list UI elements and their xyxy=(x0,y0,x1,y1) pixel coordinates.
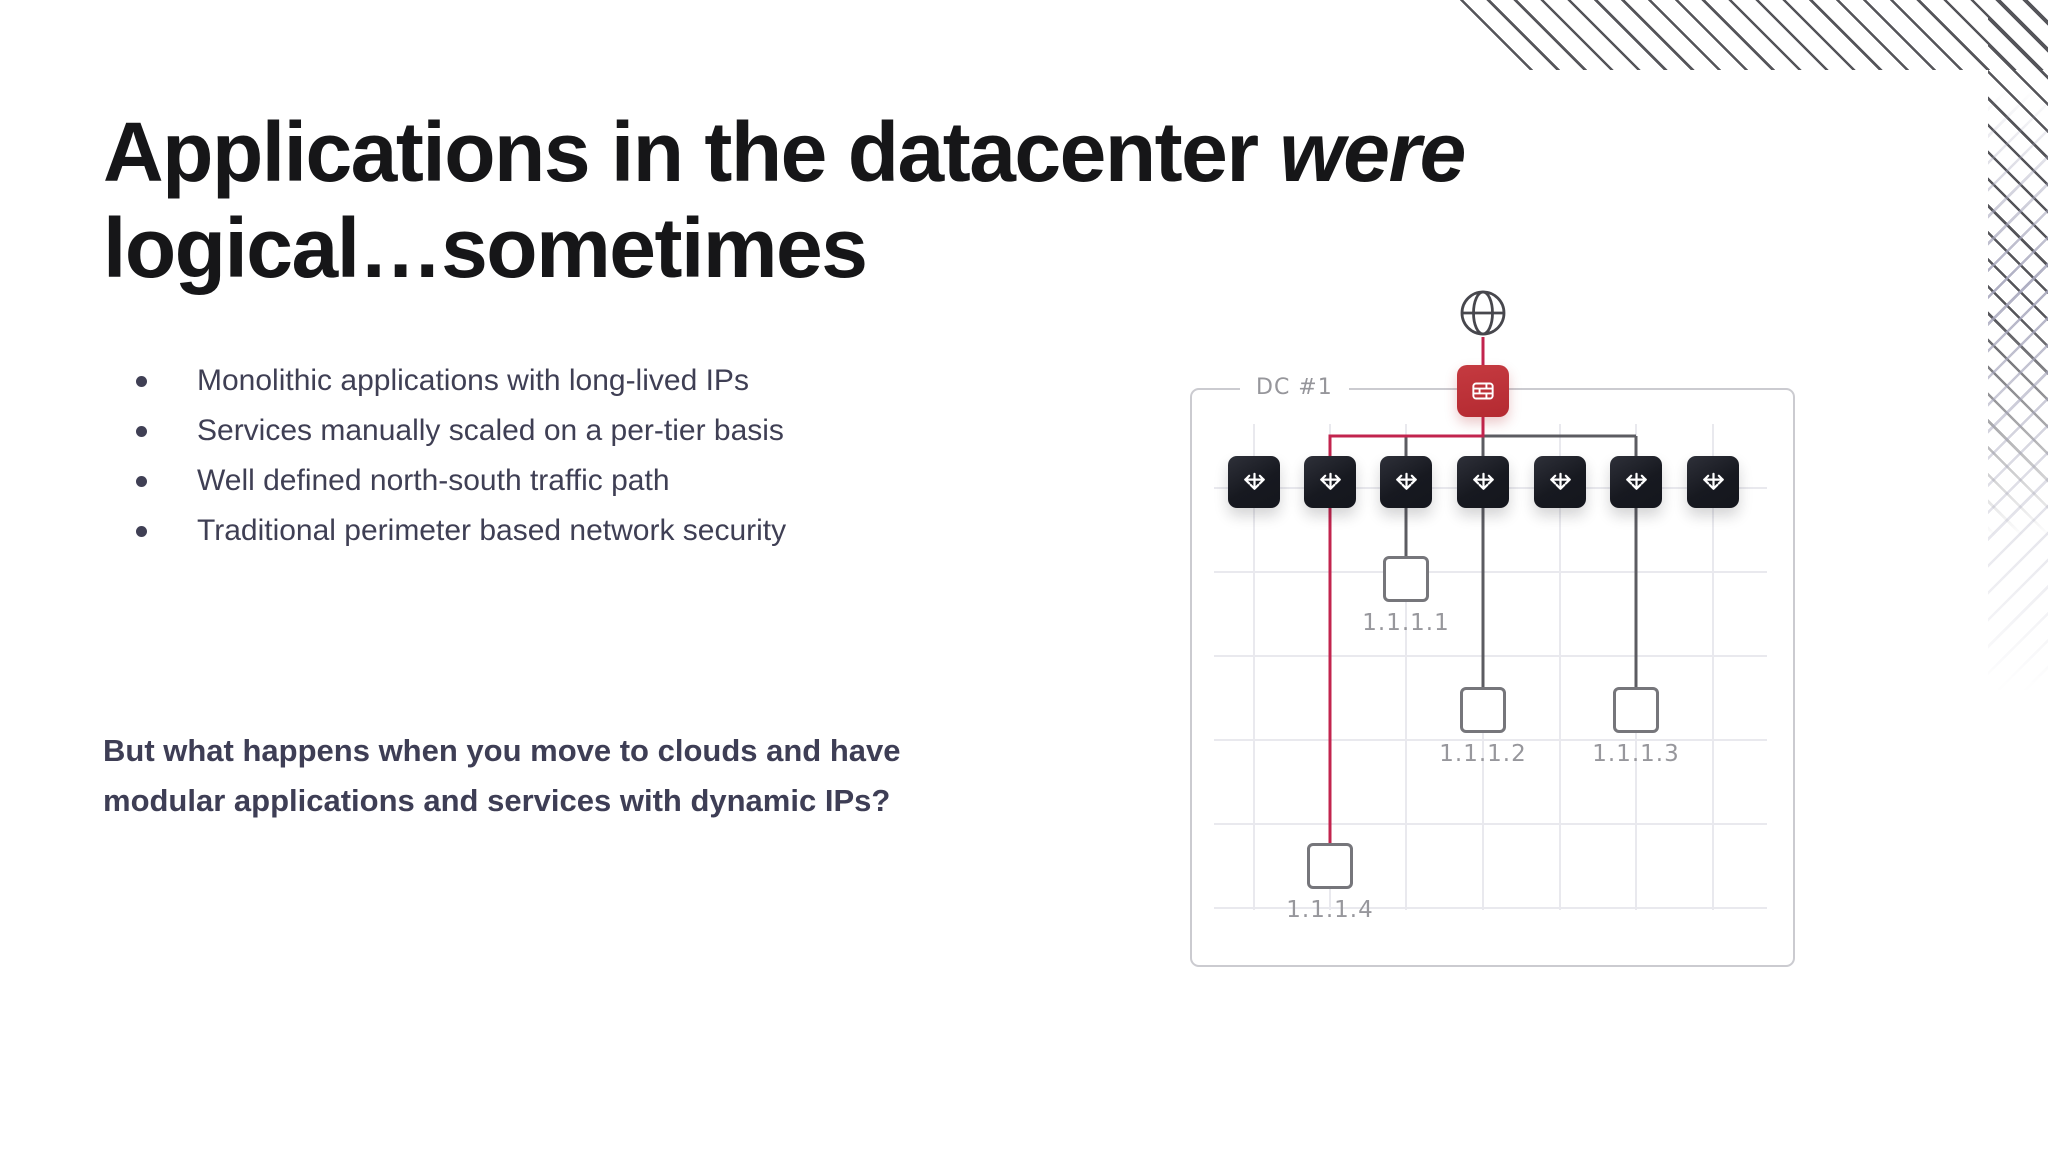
bullet-list: Monolithic applications with long-lived … xyxy=(103,356,786,556)
endpoint-node xyxy=(1307,843,1353,889)
diagonal-hatch-top-decoration xyxy=(1449,0,2048,70)
title-line1-italic: were xyxy=(1279,105,1466,199)
switch-arrows-icon xyxy=(1623,469,1650,496)
bullet-item: Traditional perimeter based network secu… xyxy=(103,506,786,556)
endpoint-ip-label: 1.1.1.3 xyxy=(1592,741,1680,767)
endpoint-node xyxy=(1460,687,1506,733)
title-line1-regular: Applications in the datacenter xyxy=(103,105,1280,199)
title-line2: logical…sometimes xyxy=(103,201,868,295)
globe-icon xyxy=(1460,290,1506,336)
endpoint-node xyxy=(1613,687,1659,733)
slide-title: Applications in the datacenter were logic… xyxy=(103,104,1603,296)
bullet-item: Monolithic applications with long-lived … xyxy=(103,356,786,406)
switch-node xyxy=(1610,456,1662,508)
bullet-item: Well defined north-south traffic path xyxy=(103,456,786,506)
endpoint-node xyxy=(1383,556,1429,602)
switch-node xyxy=(1380,456,1432,508)
switch-arrows-icon xyxy=(1547,469,1574,496)
switch-node xyxy=(1687,456,1739,508)
switch-arrows-icon xyxy=(1393,469,1420,496)
switch-node xyxy=(1228,456,1280,508)
endpoint-ip-label: 1.1.1.2 xyxy=(1439,741,1527,767)
endpoint-ip-label: 1.1.1.1 xyxy=(1362,610,1450,636)
firewall-node xyxy=(1457,365,1509,417)
switch-node xyxy=(1304,456,1356,508)
switch-arrows-icon xyxy=(1317,469,1344,496)
switch-arrows-icon xyxy=(1470,469,1497,496)
switch-arrows-icon xyxy=(1241,469,1268,496)
hatch-slash-layer xyxy=(1988,0,2048,745)
firewall-icon xyxy=(1472,382,1494,400)
diagonal-hatch-right-decoration xyxy=(1988,0,2048,745)
switch-node xyxy=(1457,456,1509,508)
switch-arrows-icon xyxy=(1700,469,1727,496)
endpoint-ip-label: 1.1.1.4 xyxy=(1286,897,1374,923)
bullet-item: Services manually scaled on a per-tier b… xyxy=(103,406,786,456)
switch-node xyxy=(1534,456,1586,508)
dc-name-label: DC #1 xyxy=(1240,371,1349,405)
question-text: But what happens when you move to clouds… xyxy=(103,733,901,818)
